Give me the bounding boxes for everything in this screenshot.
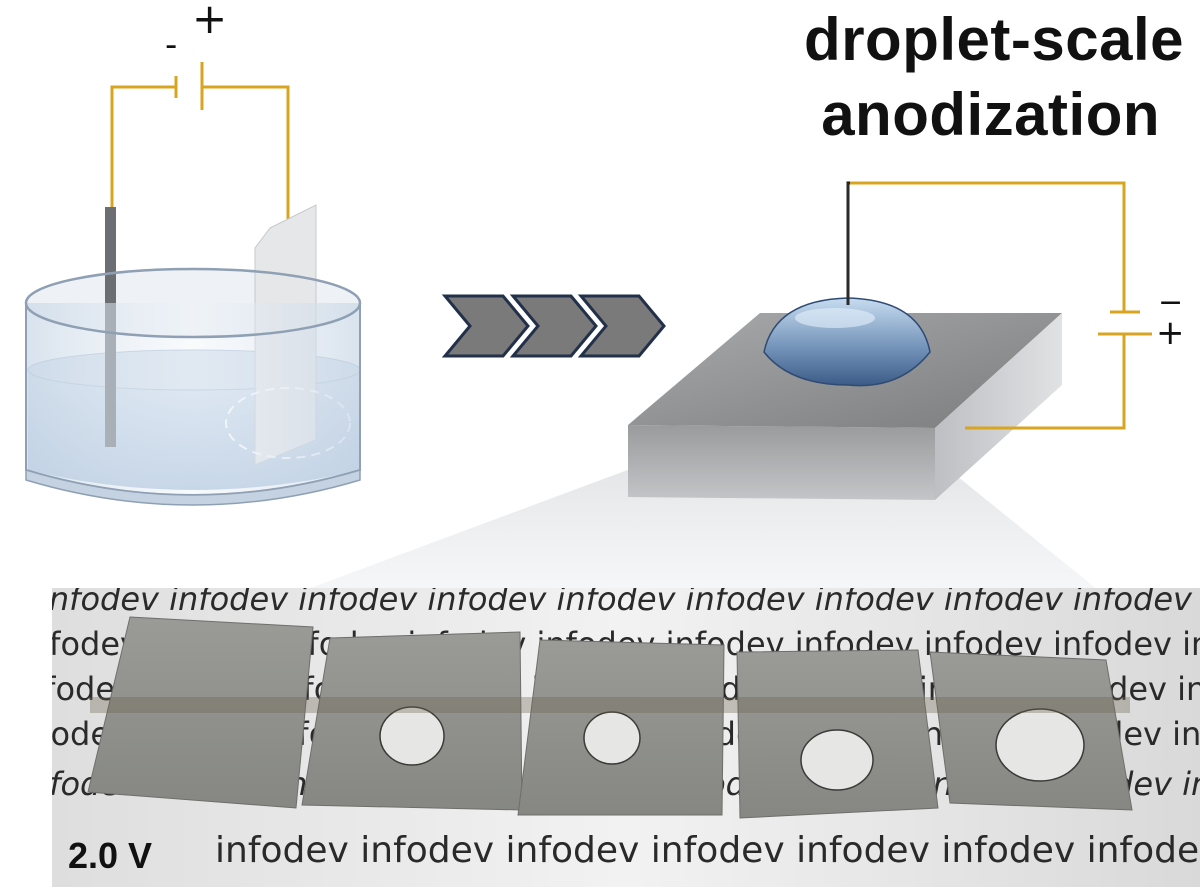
background-text-line: infodev infodev infodev infodev infodev … <box>215 830 1200 871</box>
process-arrow <box>441 294 666 358</box>
beaker-positive-sign: + <box>192 0 228 43</box>
substrate-front <box>628 425 935 500</box>
beaker-setup <box>24 62 362 506</box>
droplet-wire <box>846 181 1126 312</box>
chevron-arrow-icon <box>577 294 666 358</box>
diagram-title-line-1: droplet-scale <box>804 6 1184 73</box>
background-text-line: infodev infodev infodev infodev infodev … <box>40 580 1200 618</box>
voltage-label: 2.0 V <box>68 835 152 876</box>
left-wire <box>110 85 175 213</box>
transparent-spot <box>800 729 874 791</box>
horizontal-band <box>90 697 1130 713</box>
anodized-sample <box>736 649 939 819</box>
anodized-sample <box>929 651 1133 811</box>
droplet-setup <box>305 181 1152 590</box>
substrate-wire <box>965 338 1126 430</box>
sample-row <box>87 616 1133 819</box>
anodized-sample <box>301 631 523 811</box>
droplet-positive-sign: + <box>1156 313 1185 353</box>
transparent-spot <box>379 706 445 766</box>
right-wire <box>203 85 290 228</box>
anodized-sample <box>87 616 314 809</box>
chevron-arrow-icon <box>509 294 598 358</box>
sample-photo: infodev infodev infodev infodev infodev … <box>40 580 1200 887</box>
droplet-negative-sign: − <box>1158 285 1184 320</box>
chevron-arrow-icon <box>441 294 530 358</box>
transparent-spot <box>995 708 1085 782</box>
beaker-negative-sign: - <box>165 25 178 65</box>
transparent-spot <box>583 711 641 765</box>
anodized-sample <box>517 639 725 816</box>
substrate-side <box>935 313 1062 500</box>
diagram-title-line-2: anodization <box>821 81 1160 148</box>
